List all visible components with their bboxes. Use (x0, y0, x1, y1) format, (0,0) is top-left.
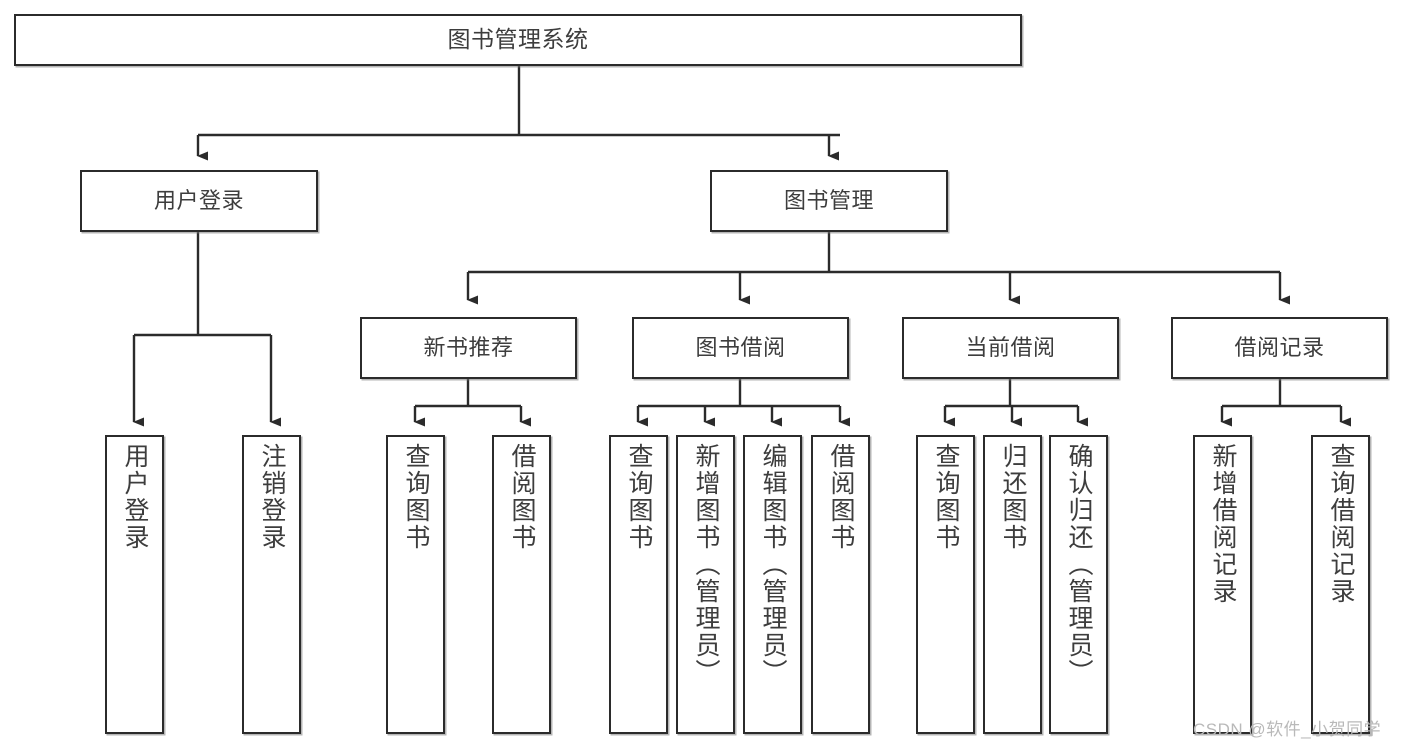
node-leaf-borrow-book-1[interactable]: 借阅图书 (492, 435, 551, 734)
node-root[interactable]: 图书管理系统 (14, 14, 1022, 66)
node-user-login-label: 用户登录 (153, 188, 244, 214)
node-book-borrow[interactable]: 图书借阅 (632, 317, 849, 379)
node-borrow-record-label: 借阅记录 (1234, 335, 1325, 361)
node-current-borrow-label: 当前借阅 (965, 335, 1056, 361)
node-user-login[interactable]: 用户登录 (80, 170, 318, 232)
node-leaf-add-record[interactable]: 新增借阅记录 (1193, 435, 1252, 734)
node-leaf-confirm-return-label: 确认归还（管理员） (1065, 443, 1093, 686)
node-leaf-query-book-3[interactable]: 查询图书 (916, 435, 975, 734)
node-borrow-record[interactable]: 借阅记录 (1171, 317, 1388, 379)
node-leaf-add-record-label: 新增借阅记录 (1209, 443, 1237, 605)
node-current-borrow[interactable]: 当前借阅 (902, 317, 1119, 379)
node-leaf-borrow-book-1-label: 借阅图书 (508, 443, 536, 551)
node-leaf-user-login[interactable]: 用户登录 (105, 435, 164, 734)
node-book-manage[interactable]: 图书管理 (710, 170, 948, 232)
node-leaf-query-book-3-label: 查询图书 (932, 443, 960, 551)
node-leaf-logout-login-label: 注销登录 (258, 443, 286, 551)
node-leaf-borrow-book-2-label: 借阅图书 (827, 443, 855, 551)
node-leaf-borrow-book-2[interactable]: 借阅图书 (811, 435, 870, 734)
node-leaf-edit-book[interactable]: 编辑图书（管理员） (743, 435, 802, 734)
node-leaf-confirm-return[interactable]: 确认归还（管理员） (1049, 435, 1108, 734)
node-new-book-recommend-label: 新书推荐 (423, 335, 514, 361)
node-leaf-return-book-label: 归还图书 (999, 443, 1027, 551)
node-leaf-query-record-label: 查询借阅记录 (1327, 443, 1355, 605)
node-leaf-query-book-1-label: 查询图书 (402, 443, 430, 551)
node-leaf-add-book[interactable]: 新增图书（管理员） (676, 435, 735, 734)
watermark: CSDN @软件_小贺同学 (1193, 720, 1382, 739)
node-leaf-query-book-2-label: 查询图书 (625, 443, 653, 551)
node-leaf-add-book-label: 新增图书（管理员） (692, 443, 720, 686)
node-new-book-recommend[interactable]: 新书推荐 (360, 317, 577, 379)
node-leaf-query-record[interactable]: 查询借阅记录 (1311, 435, 1370, 734)
node-leaf-query-book-1[interactable]: 查询图书 (386, 435, 445, 734)
node-leaf-query-book-2[interactable]: 查询图书 (609, 435, 668, 734)
node-leaf-edit-book-label: 编辑图书（管理员） (759, 443, 787, 686)
node-book-manage-label: 图书管理 (783, 188, 874, 214)
node-root-label: 图书管理系统 (447, 26, 589, 53)
node-leaf-user-login-label: 用户登录 (121, 443, 149, 551)
node-leaf-logout-login[interactable]: 注销登录 (242, 435, 301, 734)
node-book-borrow-label: 图书借阅 (695, 335, 786, 361)
node-leaf-return-book[interactable]: 归还图书 (983, 435, 1042, 734)
